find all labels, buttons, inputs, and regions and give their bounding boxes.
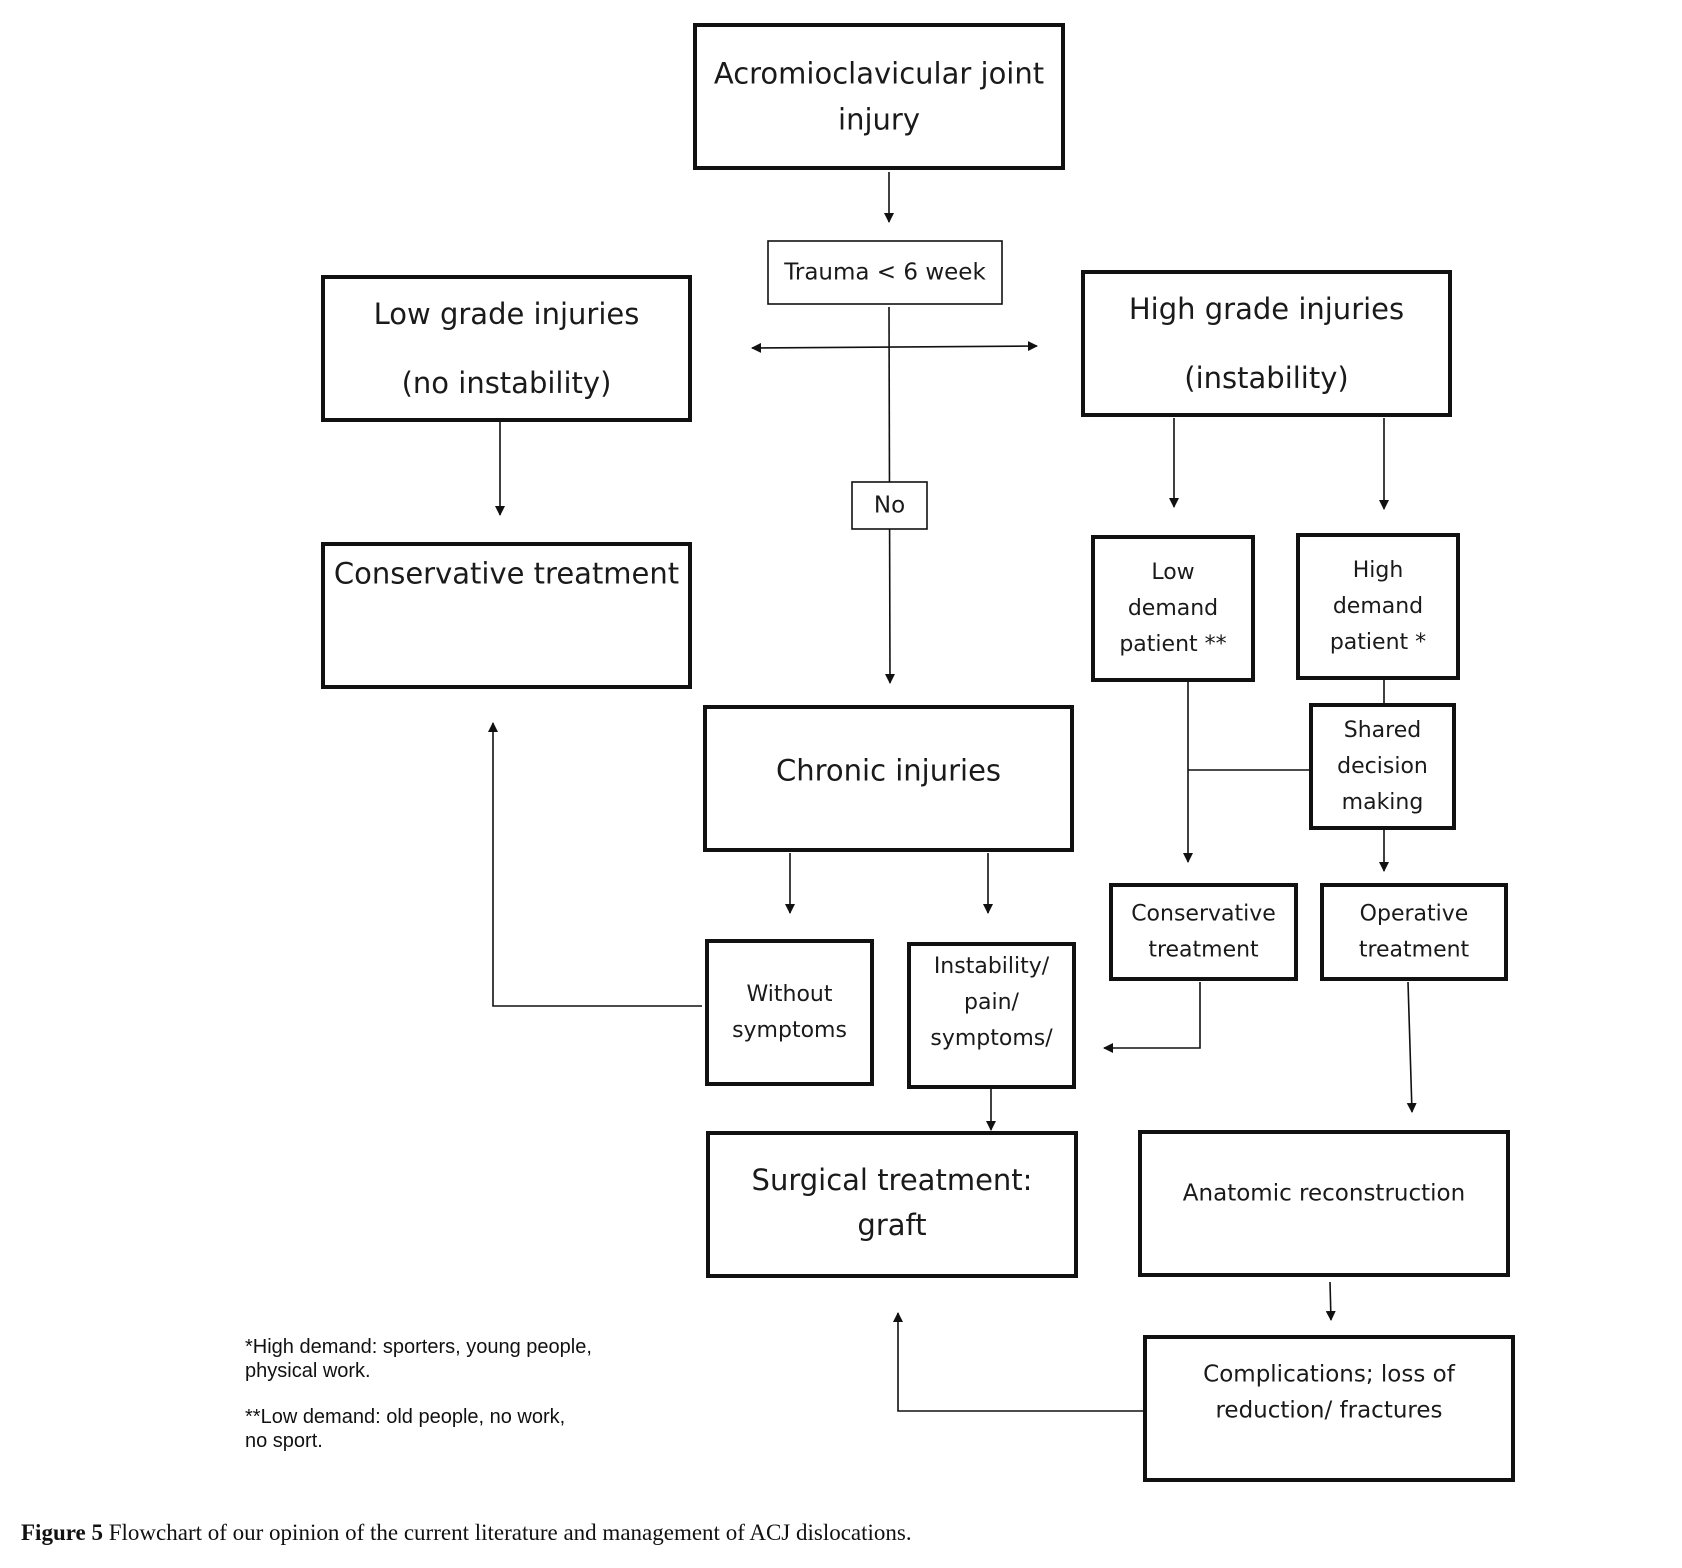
node-box (1138, 1130, 1510, 1277)
connector-complications-to-surgical (893, 1312, 1145, 1412)
footnote-high-demand: *High demand: sporters, young people, ph… (245, 1336, 592, 1382)
node-label: (no instability) (402, 366, 612, 400)
node-label: reduction/ fractures (1215, 1398, 1442, 1424)
node-label: Without (747, 982, 833, 1007)
node-label: injury (838, 103, 920, 137)
node-label: Instability/ (934, 954, 1050, 979)
node-label: symptoms (732, 1018, 847, 1043)
node-box (1109, 883, 1298, 981)
node-without-symptoms: Without symptoms (705, 939, 874, 1086)
node-label: decision (1337, 754, 1428, 779)
node-box (1309, 703, 1456, 830)
node-label: patient ** (1119, 632, 1226, 657)
node-label: Shared (1344, 718, 1421, 743)
node-box (767, 240, 1003, 305)
figure-caption: Figure 5 Flowchart of our opinion of the… (21, 1520, 912, 1546)
node-box (851, 481, 928, 530)
node-label: symptoms/ (930, 1026, 1053, 1051)
node-high-grade: High grade injuries (instability) (1081, 270, 1452, 417)
node-box (321, 542, 692, 689)
node-label: treatment (1359, 938, 1470, 963)
node-box (1143, 1335, 1515, 1482)
node-label: demand (1333, 594, 1423, 619)
footnote-low-demand: **Low demand: old people, no work, no sp… (245, 1406, 566, 1452)
node-shared-decision: Shared decision making (1309, 703, 1456, 830)
node-chronic: Chronic injuries (703, 705, 1074, 852)
node-label: Trauma < 6 week (783, 260, 986, 286)
node-instability: Instability/pain/symptoms/ (907, 942, 1076, 1089)
node-low-demand: Low demand patient ** (1091, 535, 1255, 682)
node-box (1091, 535, 1255, 682)
node-label: pain/ (964, 990, 1020, 1015)
node-label: Surgical treatment: (752, 1163, 1033, 1197)
node-trauma: Trauma < 6 week (767, 240, 1003, 305)
node-label: Anatomic reconstruction (1183, 1181, 1465, 1207)
node-box (705, 939, 874, 1086)
node-label: Chronic injuries (776, 754, 1001, 788)
node-box (693, 23, 1065, 170)
node-conservative-main: Conservative treatment (321, 542, 692, 689)
node-label: Low grade injuries (374, 297, 640, 331)
connector-anatomic-to-complications (1325, 1281, 1336, 1321)
node-box (321, 275, 692, 422)
node-conservative-small: Conservative treatment (1109, 883, 1298, 981)
node-anatomic: Anatomic reconstruction (1138, 1130, 1510, 1277)
node-label: High grade injuries (1129, 292, 1404, 326)
connector-without-to-conservative (488, 722, 702, 1007)
connector-trauma-branch (751, 341, 1038, 353)
node-box (1320, 883, 1508, 981)
node-label: High (1353, 558, 1404, 583)
caption-label: Figure 5 (21, 1520, 103, 1545)
node-label: Conservative treatment (334, 557, 679, 591)
node-label: Conservative (1131, 902, 1276, 927)
node-label: patient * (1330, 630, 1426, 655)
node-surgical: Surgical treatment: graft (706, 1131, 1078, 1278)
node-label: Low (1151, 560, 1194, 585)
node-label: (instability) (1184, 361, 1348, 395)
node-label: No (874, 493, 905, 519)
node-operative: Operative treatment (1320, 883, 1508, 981)
node-label: demand (1128, 596, 1218, 621)
node-acj-injury: Acromioclavicular joint injury (693, 23, 1065, 170)
caption-text: Flowchart of our opinion of the current … (102, 1520, 912, 1545)
node-label: making (1342, 790, 1424, 815)
node-box (1296, 533, 1460, 680)
node-complications: Complications; loss of reduction/ fractur… (1143, 1335, 1515, 1482)
node-box (907, 942, 1076, 1089)
node-label: treatment (1148, 938, 1259, 963)
node-label: Operative (1360, 902, 1469, 927)
node-label: Complications; loss of (1203, 1362, 1456, 1388)
node-box (703, 705, 1074, 852)
node-label: graft (857, 1208, 926, 1242)
node-box (1081, 270, 1452, 417)
node-box (706, 1131, 1078, 1278)
node-no: No (851, 481, 928, 530)
node-low-grade: Low grade injuries (no instability) (321, 275, 692, 422)
node-high-demand: High demand patient * (1296, 533, 1460, 680)
node-label: Acromioclavicular joint (714, 57, 1044, 91)
connector-operative-to-anatomic (1406, 981, 1417, 1113)
connector-conservative-to-instability (1103, 982, 1201, 1053)
